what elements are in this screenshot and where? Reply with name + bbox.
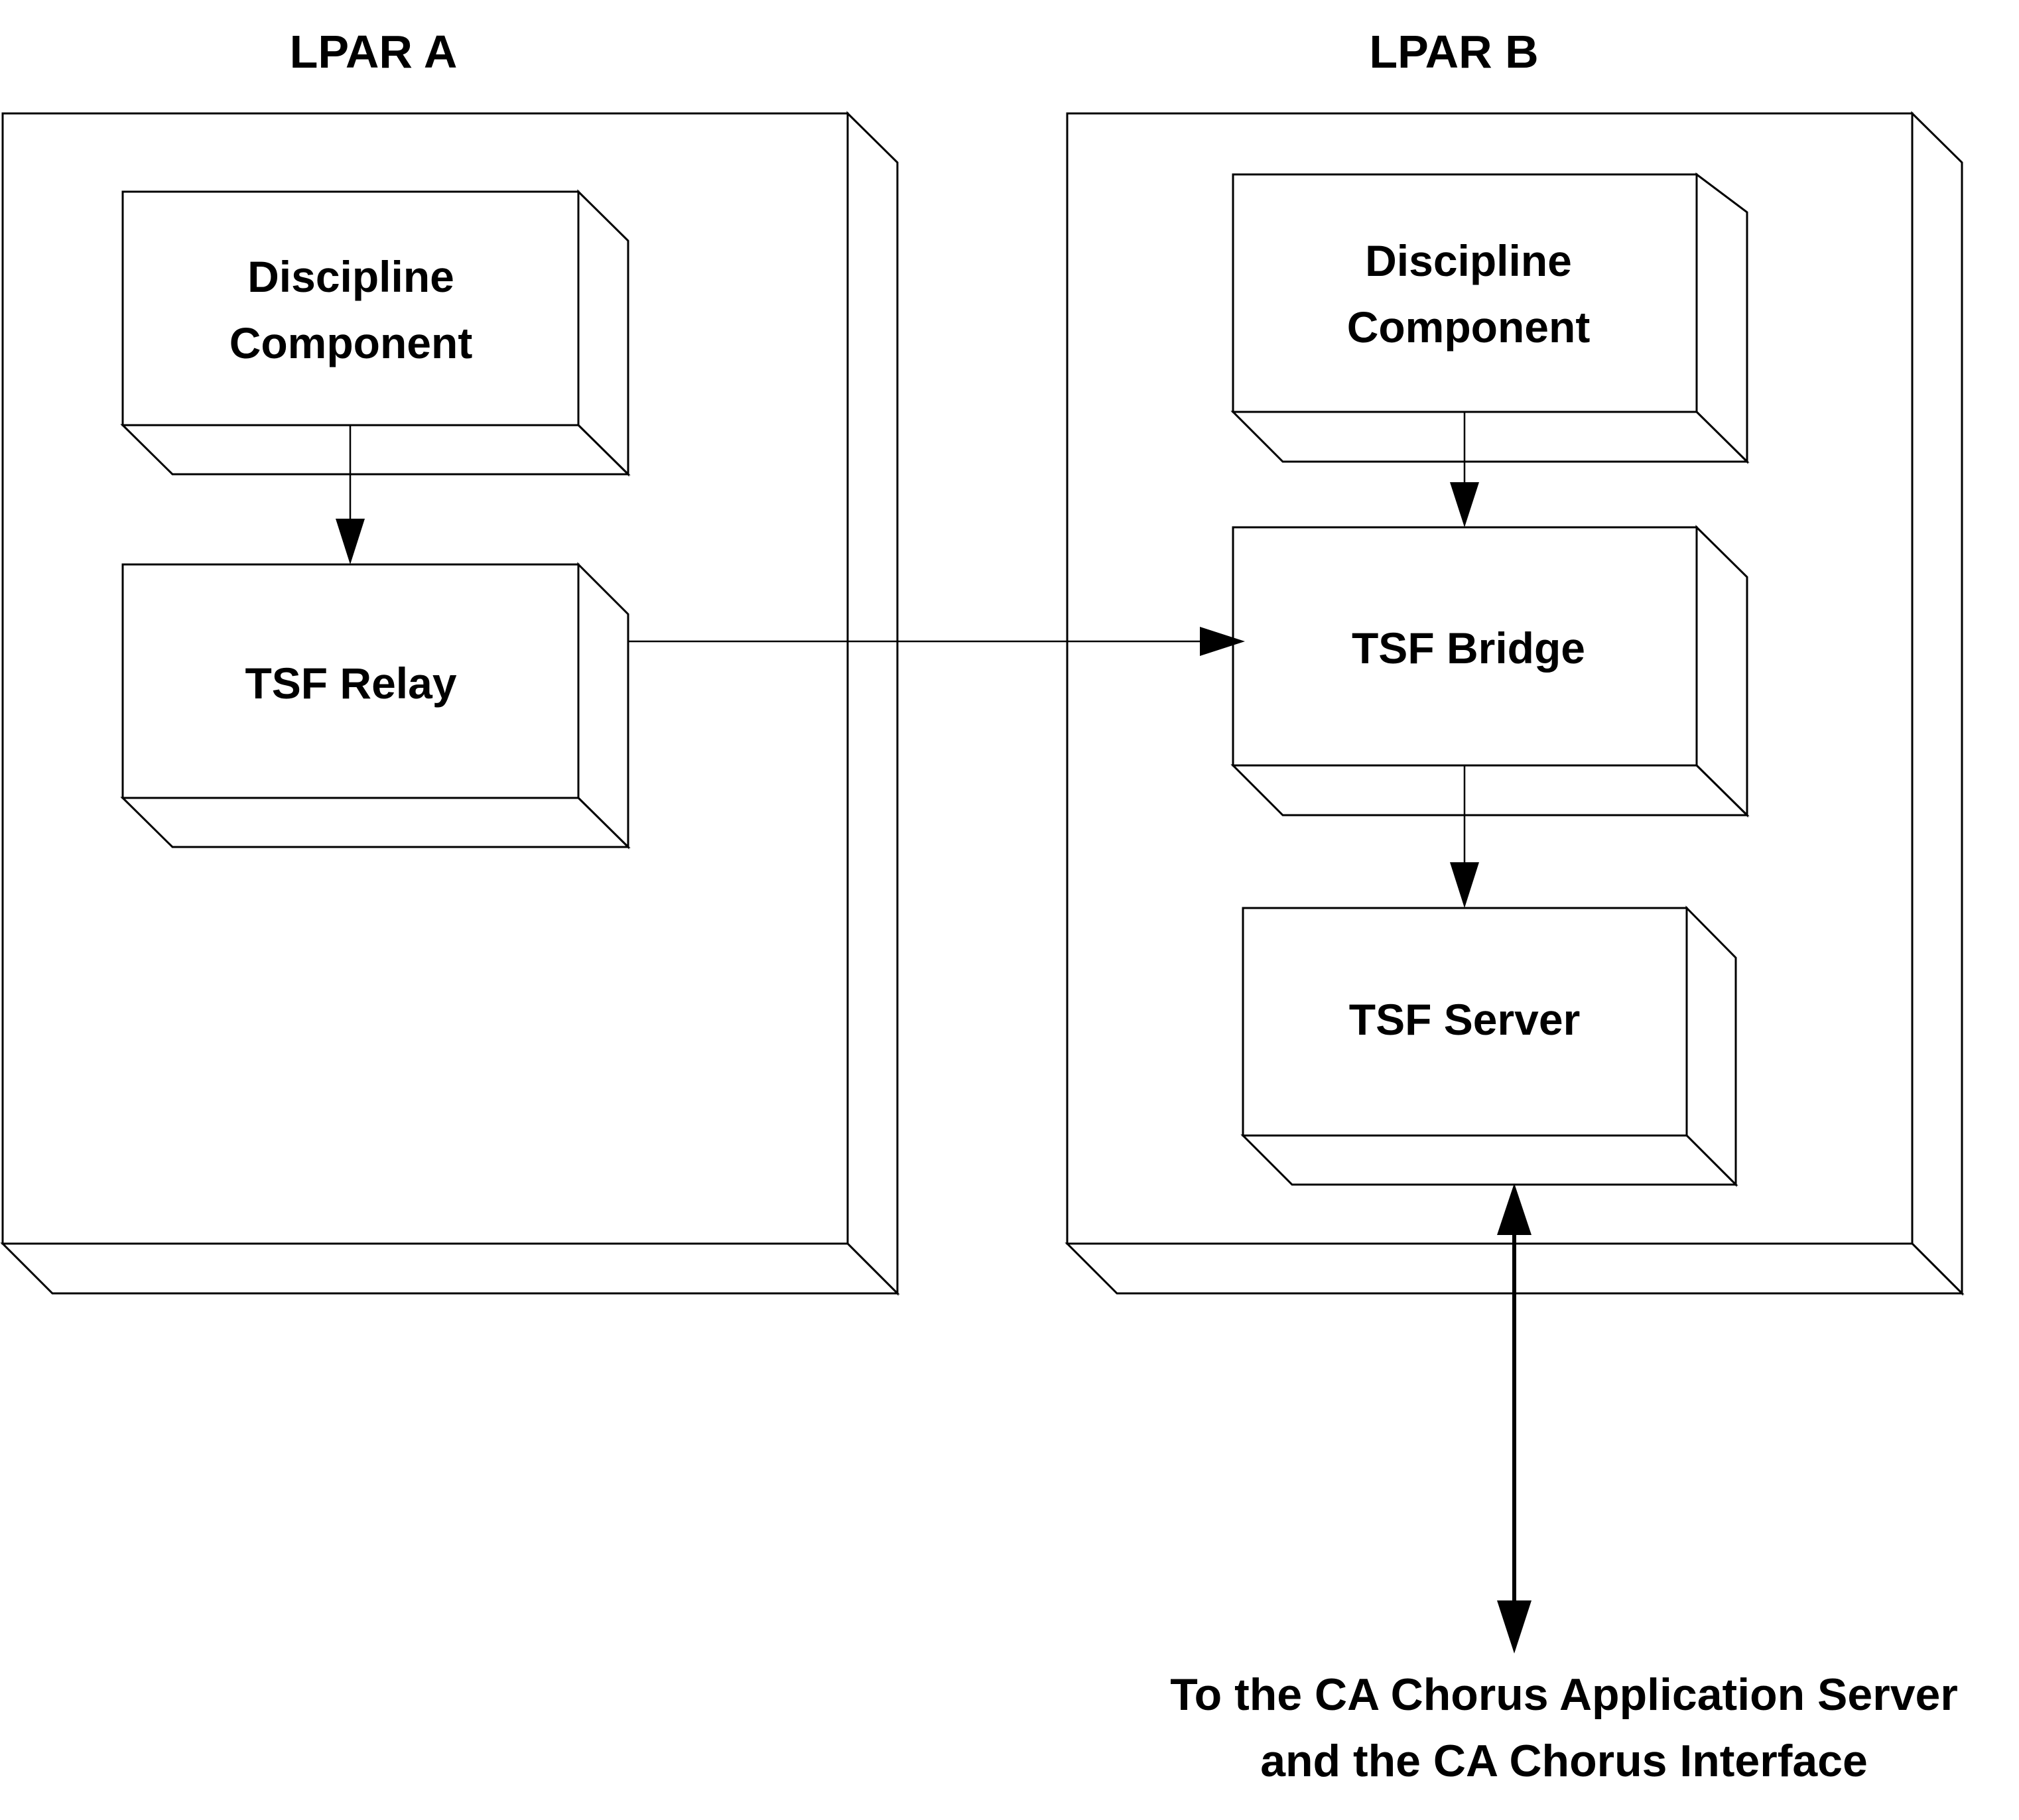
- a-discipline-label-line1: Discipline: [247, 252, 454, 301]
- b-server-front-face: [1242, 907, 1688, 1137]
- b-tsf-bridge[interactable]: TSF Bridge: [1230, 525, 1750, 818]
- b-bridge-front-face: [1232, 526, 1698, 767]
- a-discipline-front-face: [121, 190, 580, 426]
- b-server-label: TSF Server: [1349, 995, 1581, 1044]
- lpar-a-top-right-face: [846, 111, 899, 1296]
- b-discipline-component[interactable]: Discipline Component: [1230, 172, 1750, 464]
- b-discipline-bottom-face: [1230, 411, 1750, 463]
- arrowhead-down-icon: [1497, 1600, 1531, 1654]
- a-discipline-component[interactable]: Discipline Component: [120, 189, 631, 477]
- arrow-bridge-to-server: [1450, 765, 1479, 908]
- b-bridge-label: TSF Bridge: [1352, 623, 1585, 673]
- lpar-b-right-face: [1911, 111, 1963, 1296]
- external-label-line1: To the CA Chorus Application Server: [1170, 1669, 1958, 1720]
- b-tsf-server[interactable]: TSF Server: [1240, 905, 1738, 1187]
- arrow-relay-to-bridge: [628, 627, 1245, 656]
- lpar-a-bottom-face: [0, 1242, 900, 1295]
- arrow-server-to-external-bidirectional: [1497, 1183, 1531, 1654]
- a-discipline-label-line2: Component: [229, 318, 473, 367]
- a-relay-label: TSF Relay: [245, 659, 456, 708]
- b-discipline-label-line2: Component: [1347, 302, 1591, 352]
- arrowhead-down-icon: [336, 519, 365, 564]
- arrowhead-up-icon: [1497, 1183, 1531, 1235]
- a-relay-front-face: [121, 563, 580, 799]
- lpar-a-title: LPAR A: [290, 26, 458, 78]
- arrowhead-right-icon: [1200, 627, 1245, 656]
- arrow-b-discipline-to-bridge: [1450, 412, 1479, 527]
- lpar-b-title: LPAR B: [1369, 26, 1538, 78]
- b-server-bottom-face: [1240, 1134, 1738, 1186]
- external-label-line2: and the CA Chorus Interface: [1260, 1736, 1868, 1786]
- b-discipline-label-line1: Discipline: [1365, 236, 1572, 285]
- b-bridge-bottom-face: [1230, 764, 1750, 816]
- b-discipline-front-face: [1232, 173, 1698, 413]
- a-relay-bottom-face: [120, 797, 631, 848]
- a-tsf-relay[interactable]: TSF Relay: [120, 562, 631, 850]
- arrowhead-down-icon: [1450, 482, 1479, 527]
- arrow-a-discipline-to-relay: [336, 425, 365, 564]
- a-discipline-bottom-face: [120, 424, 631, 476]
- arrowhead-down-icon: [1450, 862, 1479, 908]
